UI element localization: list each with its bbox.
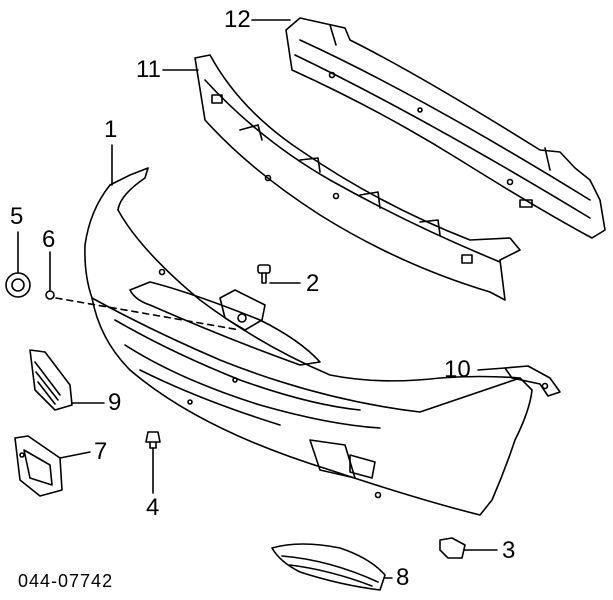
bumper-cover-part: [84, 167, 533, 516]
callout-11: 11: [136, 56, 161, 83]
callout-4: 4: [146, 494, 160, 521]
bumper-reinforcement-part: [285, 17, 606, 239]
callout-12: 12: [224, 6, 251, 33]
callout-3: 3: [502, 537, 516, 564]
callout-1: 1: [104, 116, 118, 143]
fog-lamp-bracket-part: [14, 435, 63, 497]
callout-7: 7: [94, 438, 108, 465]
plug-part: [45, 290, 241, 331]
side-retainer-part: [504, 365, 561, 397]
callout-10: 10: [444, 356, 471, 383]
leader-lines: [17, 19, 506, 579]
grommet-part: [5, 272, 31, 298]
retainer-nut-part: [439, 537, 466, 559]
callout-8: 8: [396, 564, 410, 591]
lower-grille-part: [271, 543, 386, 591]
callout-2: 2: [306, 270, 320, 297]
leader-10: [477, 367, 506, 371]
drawing-code: 044-07742: [18, 571, 114, 591]
callout-6: 6: [42, 226, 56, 253]
leader-7: [59, 451, 91, 459]
callout-5: 5: [10, 203, 24, 230]
clip-part: [257, 264, 271, 284]
callout-9: 9: [108, 389, 122, 416]
bolt-part: [145, 431, 161, 449]
energy-absorber-part: [194, 54, 521, 301]
grille-insert-part: [29, 349, 73, 411]
